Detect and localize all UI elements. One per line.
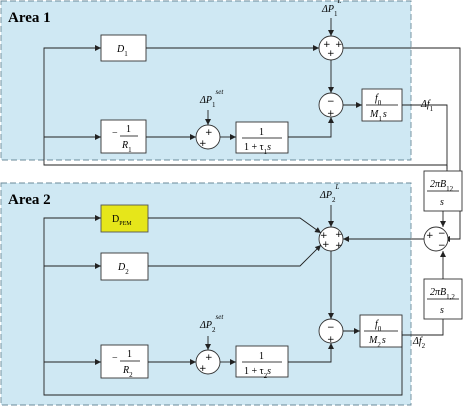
dpem-block: DPEM — [100, 204, 149, 233]
plant1-block: f0 M1s — [361, 88, 403, 123]
governor2-block: 1 1 + τ2s — [235, 345, 289, 380]
svg-text:R1: R1 — [121, 140, 132, 154]
dp2-set-label: ΔP2set — [199, 313, 224, 334]
svg-text:−: − — [327, 97, 335, 107]
svg-text:+: + — [323, 40, 331, 50]
svg-text:1: 1 — [259, 127, 264, 138]
svg-text:2πB12: 2πB12 — [430, 179, 454, 193]
svg-text:+: + — [205, 128, 213, 138]
d2-block: D2 — [100, 252, 149, 281]
svg-text:+: + — [426, 231, 434, 241]
svg-text:+: + — [205, 353, 213, 363]
svg-text:R2: R2 — [122, 365, 133, 379]
svg-text:−: − — [438, 241, 446, 251]
area1-label: Area 1 — [8, 10, 51, 26]
tie-b12-block: 2πB12 s — [423, 170, 463, 212]
svg-text:+: + — [327, 49, 335, 59]
svg-text:s: s — [440, 305, 444, 316]
dp1-load-label: ΔP1L — [321, 0, 341, 18]
svg-text:−: − — [112, 128, 118, 139]
svg-text:+: + — [322, 240, 330, 250]
svg-text:+: + — [327, 335, 335, 345]
d1-block: D1 — [100, 34, 147, 62]
svg-text:+: + — [335, 230, 343, 240]
droop1-block: − 1 R1 — [100, 119, 147, 154]
svg-text:+: + — [335, 241, 343, 251]
svg-text:1: 1 — [259, 351, 264, 362]
svg-text:M1s: M1s — [369, 109, 387, 123]
svg-text:1 + τ2s: 1 + τ2s — [244, 366, 271, 380]
svg-text:−: − — [438, 229, 446, 239]
svg-text:−: − — [327, 323, 335, 333]
droop2-block: − 1 R2 — [100, 344, 149, 379]
svg-text:+: + — [335, 40, 343, 50]
svg-text:D2: D2 — [117, 262, 129, 276]
df2-label: Δf2 — [412, 336, 426, 350]
svg-text:1 + τ1s: 1 + τ1s — [244, 142, 271, 156]
svg-text:DPEM: DPEM — [112, 214, 132, 227]
svg-text:1: 1 — [126, 124, 131, 135]
df1-label: Δf1 — [420, 99, 434, 113]
plant2-block: f0 M2s — [359, 314, 403, 349]
tie-b12-lower-block: 2πB1,2 s — [423, 278, 463, 320]
governor1-block: 1 1 + τ1s — [235, 121, 289, 156]
svg-text:f0: f0 — [375, 319, 382, 333]
dp1-set-label: ΔP1set — [199, 88, 224, 109]
svg-text:1: 1 — [127, 349, 132, 360]
svg-text:+: + — [199, 139, 207, 149]
svg-text:D1: D1 — [116, 44, 128, 58]
svg-text:−: − — [112, 353, 118, 364]
svg-text:s: s — [440, 197, 444, 208]
svg-text:f0: f0 — [375, 93, 382, 107]
svg-text:+: + — [320, 231, 328, 241]
svg-text:M2s: M2s — [368, 335, 386, 349]
svg-text:+: + — [199, 364, 207, 374]
area2-label: Area 2 — [8, 192, 51, 208]
dp2-load-label: ΔP2L — [319, 183, 339, 204]
svg-text:+: + — [327, 109, 335, 119]
svg-text:2πB1,2: 2πB1,2 — [430, 287, 455, 301]
